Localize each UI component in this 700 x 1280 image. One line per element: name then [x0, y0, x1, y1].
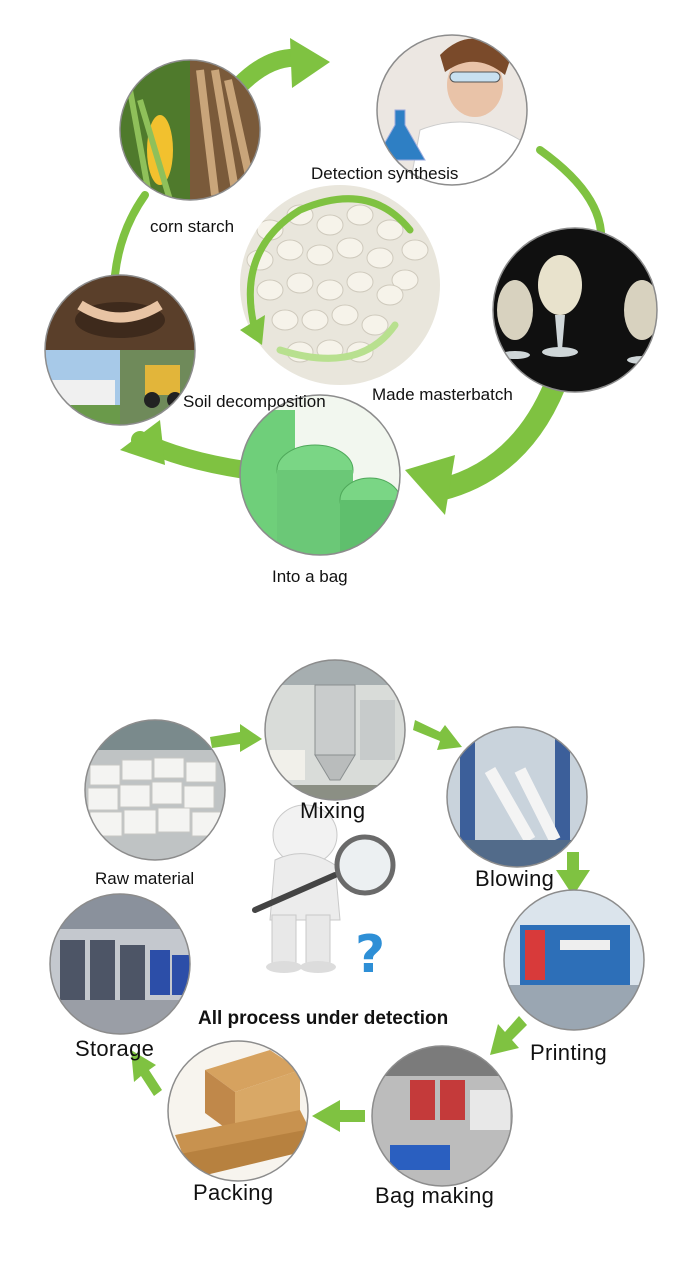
arrowhead-3	[120, 420, 165, 465]
arrow-heads	[120, 38, 455, 515]
detection-synthesis-photo	[376, 34, 528, 186]
label-bag-making: Bag making	[375, 1183, 495, 1208]
arrow-printing-to-bagmaking	[490, 1016, 527, 1055]
printing-photo	[503, 889, 645, 1031]
mixing-photo	[264, 659, 406, 801]
label-detection-synthesis: Detection synthesis	[311, 164, 459, 183]
arrow-mixing-to-blowing	[413, 720, 462, 750]
soil-decomposition-photo	[44, 274, 196, 426]
label-corn-starch: corn starch	[150, 217, 235, 236]
inner-cycle-arrow-2	[276, 321, 399, 362]
arrow-bagmaking-to-packing	[312, 1100, 365, 1132]
center-caption: All process under detection	[198, 1008, 449, 1029]
blowing-photo	[446, 726, 588, 868]
arrow-packing-to-storage	[131, 1050, 162, 1096]
arrow-raw-to-mixing	[210, 724, 262, 752]
production-process-diagram: ? Raw material Mixing Blowing Printing B…	[0, 640, 700, 1280]
biodegradable-cycle-diagram: corn starch Detection synthesis Made mas…	[0, 0, 700, 610]
label-made-masterbatch: Made masterbatch	[372, 385, 513, 404]
arrow-soil-to-corn	[111, 191, 149, 279]
packing-photo	[167, 1040, 309, 1182]
question-mark-icon: ?	[355, 925, 386, 985]
corn-starch-photo	[119, 59, 261, 201]
raw-material-photo	[84, 719, 226, 861]
arrowhead-1	[290, 38, 330, 88]
arrow-masterbatch-to-bag	[429, 374, 566, 501]
label-blowing: Blowing	[475, 866, 555, 891]
storage-photo	[49, 893, 191, 1035]
label-printing: Printing	[530, 1040, 607, 1065]
label-into-a-bag: Into a bag	[272, 567, 348, 586]
process-arrows	[131, 720, 590, 1132]
label-packing: Packing	[193, 1180, 274, 1205]
label-storage: Storage	[75, 1036, 155, 1061]
bottom-cycle-graphic	[49, 659, 645, 1187]
inspector-magnifier-figure	[252, 804, 396, 973]
top-cycle-graphic	[44, 34, 658, 556]
into-a-bag-photo	[239, 394, 401, 556]
label-mixing: Mixing	[300, 798, 366, 823]
arrowhead-2	[405, 455, 455, 515]
inner-cycle-arrow	[246, 195, 414, 334]
masterbatch-photo	[492, 227, 658, 393]
arrow-blowing-to-printing	[556, 852, 590, 896]
label-soil-decomposition: Soil decomposition	[183, 392, 326, 411]
label-raw-material: Raw material	[95, 869, 195, 888]
inner-arrowhead	[240, 315, 265, 345]
bag-making-photo	[371, 1045, 513, 1187]
